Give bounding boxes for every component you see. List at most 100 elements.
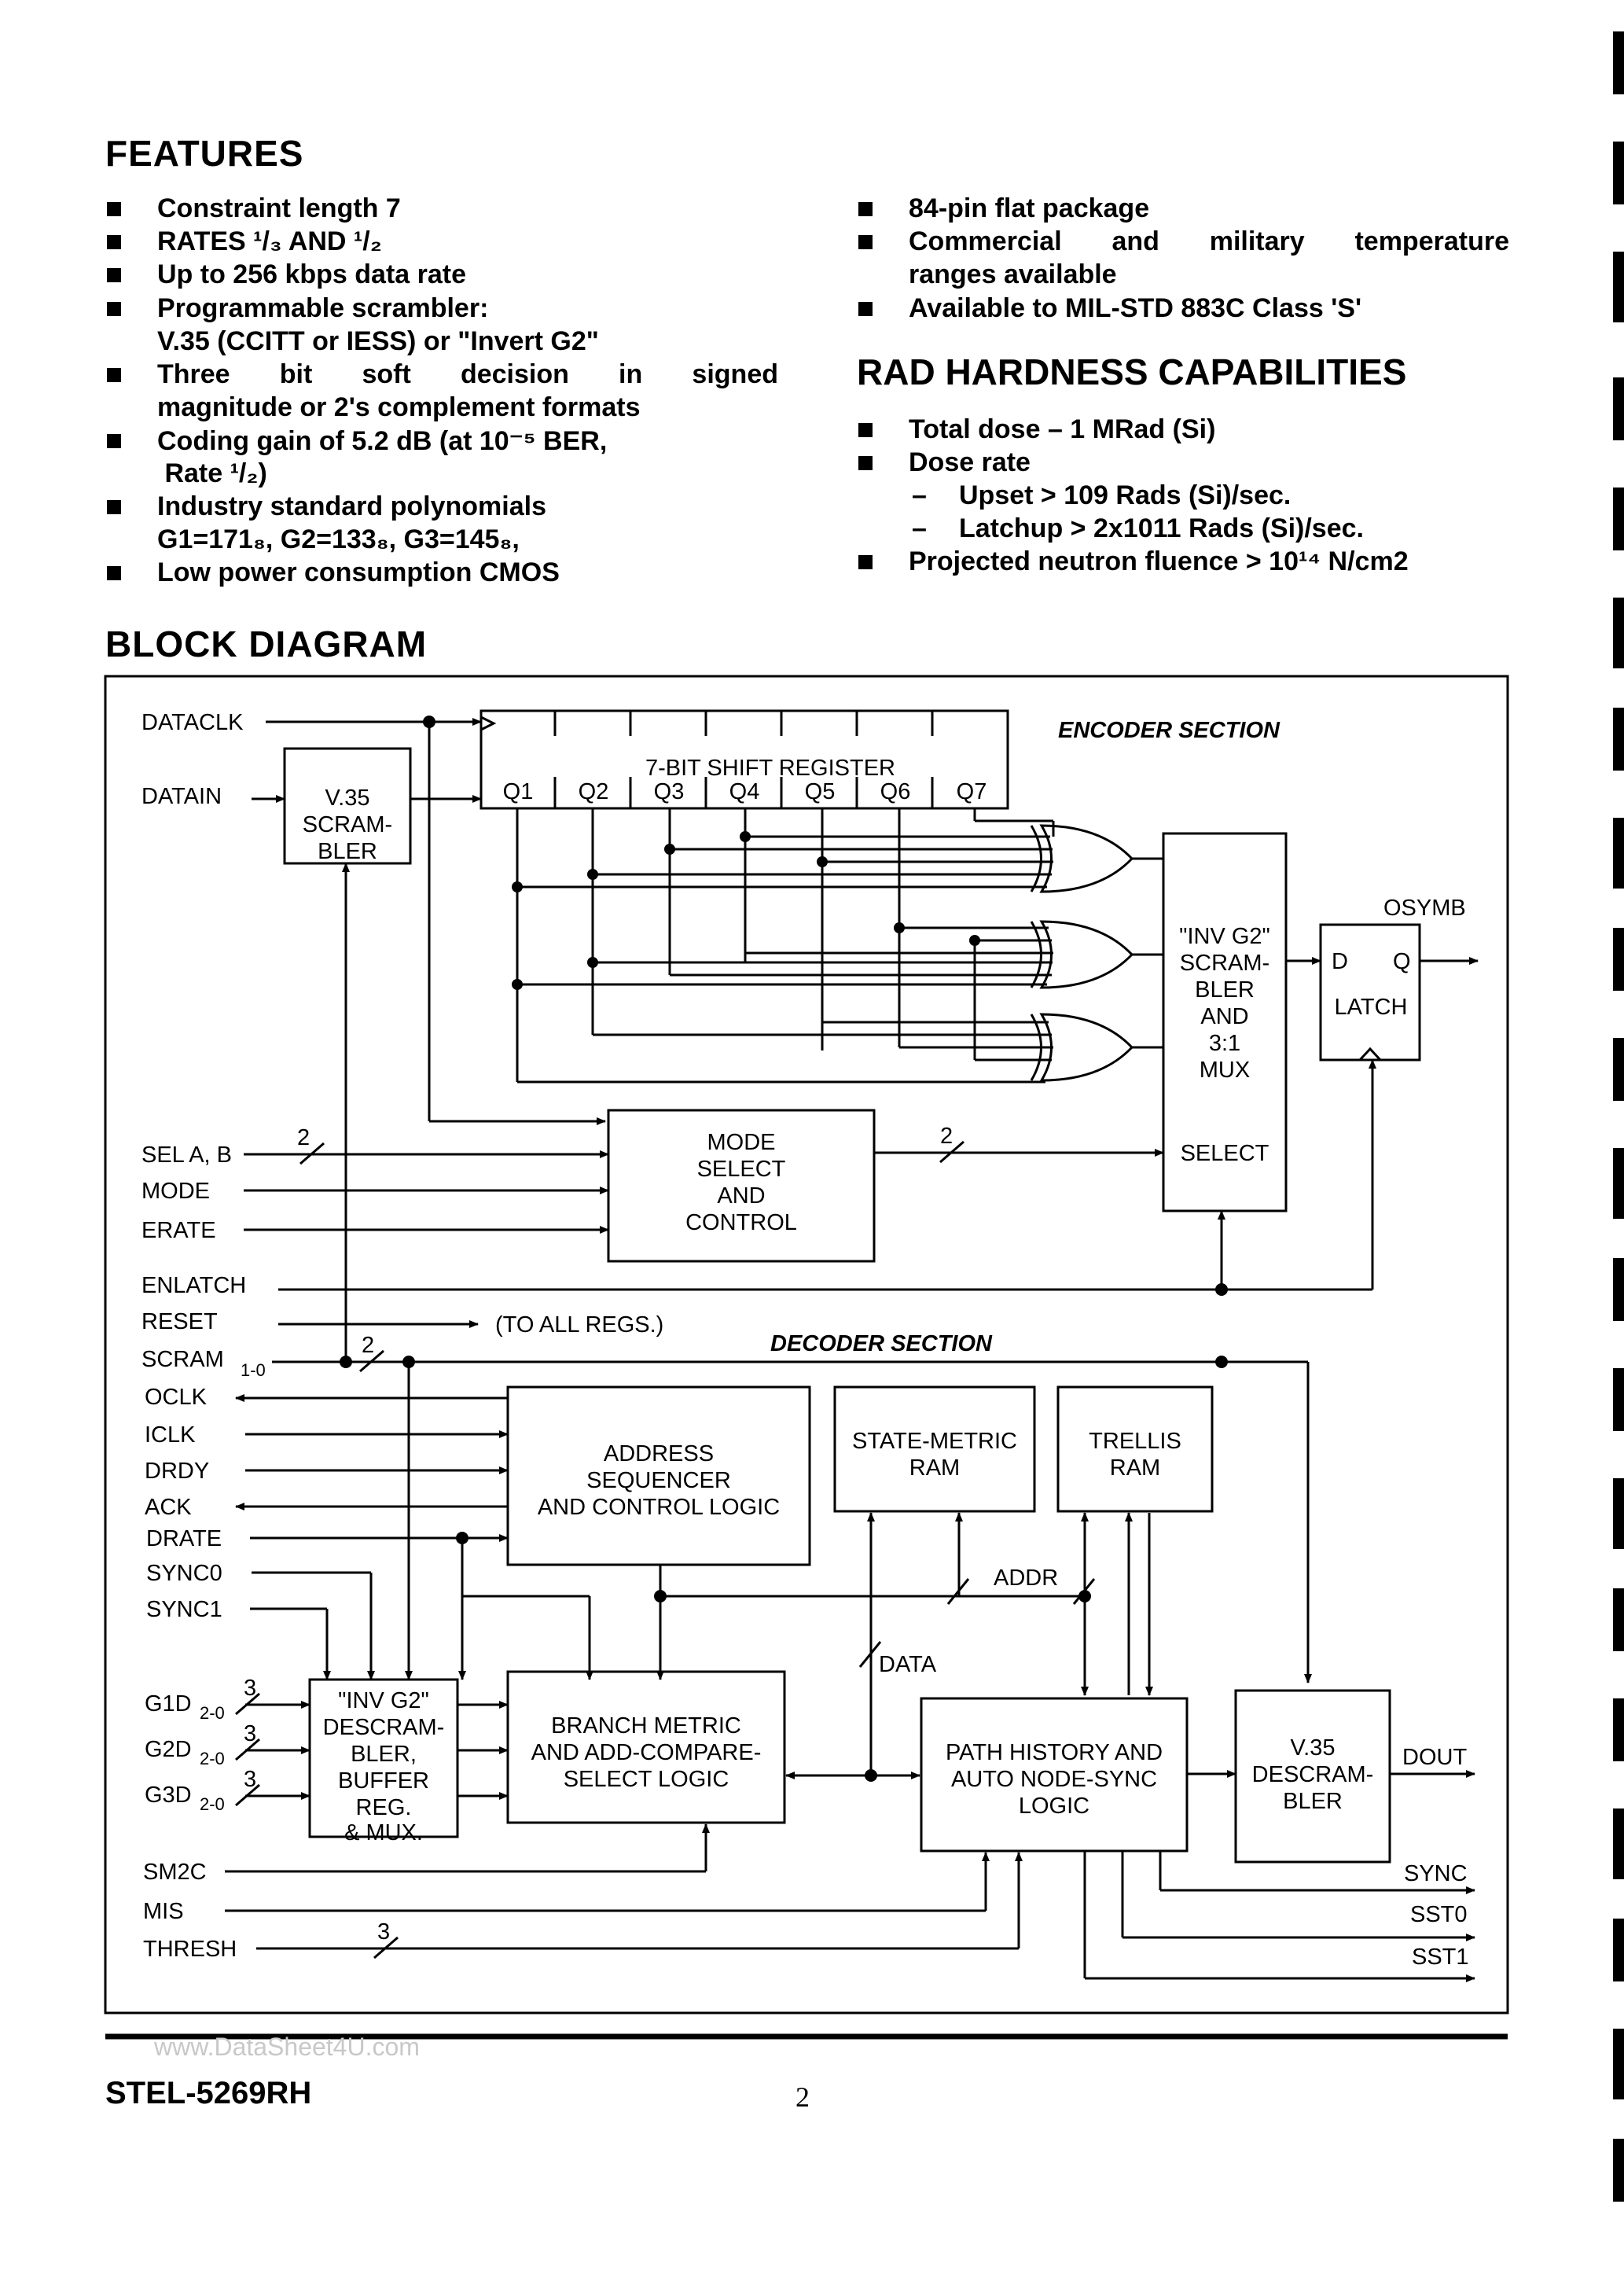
edge-mark bbox=[1613, 142, 1624, 204]
bullet bbox=[107, 202, 121, 216]
edge-mark bbox=[1613, 31, 1624, 94]
inv-scram-line: MUX bbox=[1200, 1058, 1250, 1083]
input-label: DRATE bbox=[146, 1526, 222, 1551]
feature-item-continued: G1=171₈, G2=133₈, G3=145₈, bbox=[157, 524, 520, 554]
bullet bbox=[858, 302, 873, 316]
bullet bbox=[858, 202, 873, 216]
osymb-label: OSYMB bbox=[1383, 896, 1466, 921]
bullet bbox=[107, 235, 121, 249]
bullet bbox=[107, 268, 121, 282]
data-label: DATA bbox=[879, 1652, 937, 1677]
path-history-line: PATH HISTORY AND bbox=[946, 1740, 1163, 1765]
inv-scram-line: SCRAM- bbox=[1180, 951, 1269, 976]
feature-item-continued: V.35 (CCITT or IESS) or "Invert G2" bbox=[157, 326, 599, 356]
latch-label: LATCH bbox=[1335, 995, 1408, 1020]
edge-mark bbox=[1613, 377, 1624, 440]
mode-select-line: SELECT bbox=[697, 1157, 786, 1182]
v35-descram-line: DESCRAM- bbox=[1252, 1762, 1374, 1787]
input-label: SEL A, B bbox=[141, 1142, 232, 1168]
feature-item: RATES ¹/₃ AND ¹/₂ bbox=[157, 226, 382, 256]
input-subscript: 1-0 bbox=[241, 1360, 266, 1380]
output-label: OCLK bbox=[145, 1385, 208, 1410]
address-seq-line: AND CONTROL LOGIC bbox=[538, 1495, 780, 1520]
input-label: ERATE bbox=[141, 1218, 216, 1243]
edge-mark bbox=[1613, 1919, 1624, 1981]
inv-descram-line: BLER, bbox=[351, 1742, 417, 1767]
input-subscript: 2-0 bbox=[200, 1703, 225, 1723]
feature-item: 84-pin flat package bbox=[909, 193, 1150, 223]
rad-item: Dose rate bbox=[909, 447, 1031, 477]
select-label: SELECT bbox=[1181, 1141, 1269, 1166]
rad-item: Total dose – 1 MRad (Si) bbox=[909, 414, 1216, 444]
inv-scram-line: "INV G2" bbox=[1179, 924, 1270, 949]
v35-descrambler-block bbox=[1234, 1689, 1391, 1864]
input-label: SM2C bbox=[143, 1860, 207, 1885]
address-seq-line: ADDRESS bbox=[604, 1441, 714, 1466]
feature-item: Programmable scrambler: bbox=[157, 293, 489, 323]
inv-scram-line: 3:1 bbox=[1209, 1031, 1240, 1056]
branch-metric-block bbox=[506, 1670, 786, 1824]
feature-item-continued: Rate ¹/₂) bbox=[157, 458, 267, 488]
inv-g2-descrambler-block bbox=[308, 1678, 459, 1838]
edge-mark bbox=[1613, 708, 1624, 771]
edge-mark bbox=[1613, 2139, 1624, 2202]
edge-mark bbox=[1613, 1368, 1624, 1431]
page-number: 2 bbox=[795, 2081, 810, 2113]
tap-label: Q3 bbox=[654, 779, 685, 804]
latch-block bbox=[1319, 923, 1421, 1062]
mode-select-line: CONTROL bbox=[685, 1210, 797, 1235]
bus-width-label: 3 bbox=[244, 1767, 256, 1792]
output-label: SST0 bbox=[1410, 1902, 1468, 1927]
bus-width-label: 3 bbox=[244, 1676, 256, 1701]
mode-select-line: AND bbox=[717, 1183, 765, 1209]
output-label: SYNC bbox=[1404, 1861, 1468, 1886]
input-label: G1D bbox=[145, 1691, 192, 1716]
feature-item: Commercial and military temperature bbox=[909, 226, 1509, 256]
mode-select-line: MODE bbox=[707, 1130, 776, 1155]
edge-mark bbox=[1613, 818, 1624, 889]
latch-d-label: D bbox=[1332, 949, 1348, 974]
watermark: www.DataSheet4U.com bbox=[153, 2033, 420, 2061]
inv-descram-line: DESCRAM- bbox=[323, 1715, 445, 1740]
edge-mark bbox=[1613, 1588, 1624, 1651]
features-heading: FEATURES bbox=[105, 133, 304, 174]
bullet bbox=[107, 368, 121, 382]
v35-scram-line: BLER bbox=[318, 839, 377, 864]
v35-scram-line: V.35 bbox=[325, 786, 370, 811]
clock-notch bbox=[480, 716, 497, 731]
dash-mark: – bbox=[912, 513, 927, 543]
state-metric-line: RAM bbox=[909, 1455, 960, 1481]
output-label: ACK bbox=[145, 1495, 192, 1520]
inv-descram-line: "INV G2" bbox=[338, 1688, 429, 1713]
branch-metric-line: AND ADD-COMPARE- bbox=[531, 1740, 762, 1765]
edge-mark bbox=[1613, 252, 1624, 322]
input-subscript: 2-0 bbox=[200, 1749, 225, 1768]
input-label: G3D bbox=[145, 1783, 192, 1808]
shift-register-label: 7-BIT SHIFT REGISTER bbox=[645, 756, 895, 781]
input-label: DRDY bbox=[145, 1459, 209, 1484]
to-all-regs-label: (TO ALL REGS.) bbox=[495, 1312, 663, 1337]
bullet bbox=[107, 434, 121, 448]
edge-mark bbox=[1613, 1478, 1624, 1549]
bullet bbox=[107, 566, 121, 580]
path-history-line: LOGIC bbox=[1019, 1794, 1089, 1819]
tap-label: Q1 bbox=[503, 779, 534, 804]
bullet bbox=[858, 235, 873, 249]
part-number: STEL-5269RH bbox=[105, 2076, 312, 2110]
dash-mark: – bbox=[912, 480, 927, 510]
input-label: ENLATCH bbox=[141, 1273, 246, 1298]
xor-gate bbox=[1039, 920, 1134, 989]
xor-gate bbox=[1039, 1013, 1134, 1082]
bullet bbox=[107, 500, 121, 514]
tap-label: Q2 bbox=[579, 779, 609, 804]
input-label: SYNC1 bbox=[146, 1597, 222, 1622]
bus-width-label: 3 bbox=[244, 1721, 256, 1746]
feature-item: Available to MIL-STD 883C Class 'S' bbox=[909, 293, 1362, 323]
address-sequencer-block bbox=[506, 1385, 811, 1566]
branch-metric-line: BRANCH METRIC bbox=[551, 1713, 741, 1739]
rad-subitem: Latchup > 2x1011 Rads (Si)/sec. bbox=[959, 513, 1364, 543]
v35-scram-line: SCRAM- bbox=[303, 812, 392, 837]
input-label: MODE bbox=[141, 1179, 210, 1204]
decoder-section-label: DECODER SECTION bbox=[770, 1331, 993, 1356]
